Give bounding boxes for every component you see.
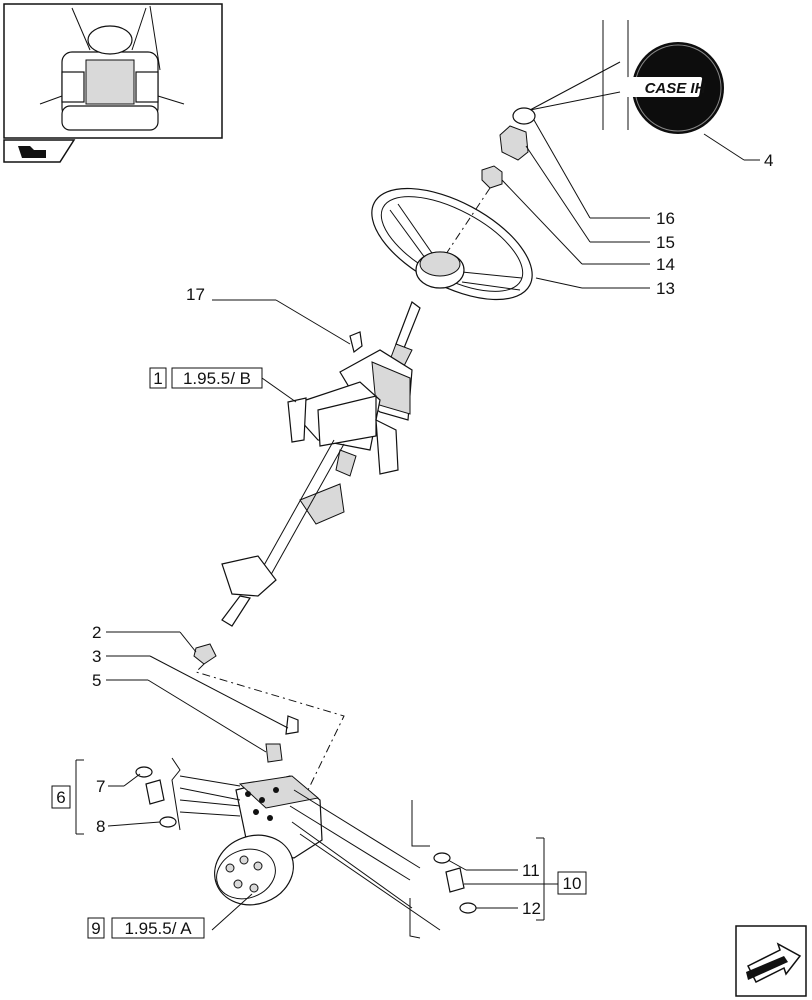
callout-6: 6	[56, 788, 65, 807]
part-12-oring	[459, 902, 477, 914]
callout-9-number: 9	[91, 919, 100, 938]
part-14-washer	[481, 165, 503, 189]
part-13-steering-wheel	[371, 187, 533, 301]
part-16-cap	[512, 107, 536, 125]
callout-17: 17	[186, 285, 205, 304]
callout-15: 15	[656, 233, 675, 252]
callout-11: 11	[522, 861, 540, 880]
callout-2: 2	[92, 623, 101, 642]
callout-6-group: 6	[51, 757, 181, 835]
logo-text: CASE IH	[645, 80, 707, 97]
callout-1-ref: 1.95.5/ B	[183, 369, 251, 388]
section-back-arrow-icon[interactable]	[3, 139, 76, 163]
callout-12: 12	[522, 899, 541, 918]
part-11-seal	[433, 852, 451, 864]
callout-10-group: 10	[557, 871, 587, 895]
callout-7: 7	[96, 777, 105, 796]
callout-9-ref: 1.95.5/ A	[124, 919, 192, 938]
steering-unit	[214, 775, 323, 906]
callout-8: 8	[96, 817, 105, 836]
callout-4: 4	[764, 151, 773, 170]
part-5-washer	[265, 743, 283, 763]
part-15-nut	[499, 125, 529, 161]
part-3-bolt	[285, 715, 299, 735]
callout-1-reference[interactable]: 1 1.95.5/ B	[149, 367, 263, 389]
tractor-cab-thumbnail-icon[interactable]	[3, 3, 223, 139]
case-ih-logo: CASE IH	[602, 20, 724, 134]
steering-column-assembly	[221, 301, 421, 627]
callout-13: 13	[656, 279, 675, 298]
part-7-fitting	[145, 779, 165, 805]
callout-9-reference[interactable]: 9 1.95.5/ A	[87, 917, 205, 939]
part-11-fitting	[445, 867, 465, 893]
callout-3: 3	[92, 647, 101, 666]
callout-14: 14	[656, 255, 675, 274]
callout-16: 16	[656, 209, 675, 228]
next-page-arrow-icon[interactable]	[735, 925, 807, 997]
callout-10: 10	[563, 874, 582, 893]
callout-1-number: 1	[153, 369, 162, 388]
part-2-nut	[193, 643, 217, 665]
callout-5: 5	[92, 671, 101, 690]
part-17-bolt	[349, 331, 363, 354]
part-8-oring	[159, 816, 177, 828]
